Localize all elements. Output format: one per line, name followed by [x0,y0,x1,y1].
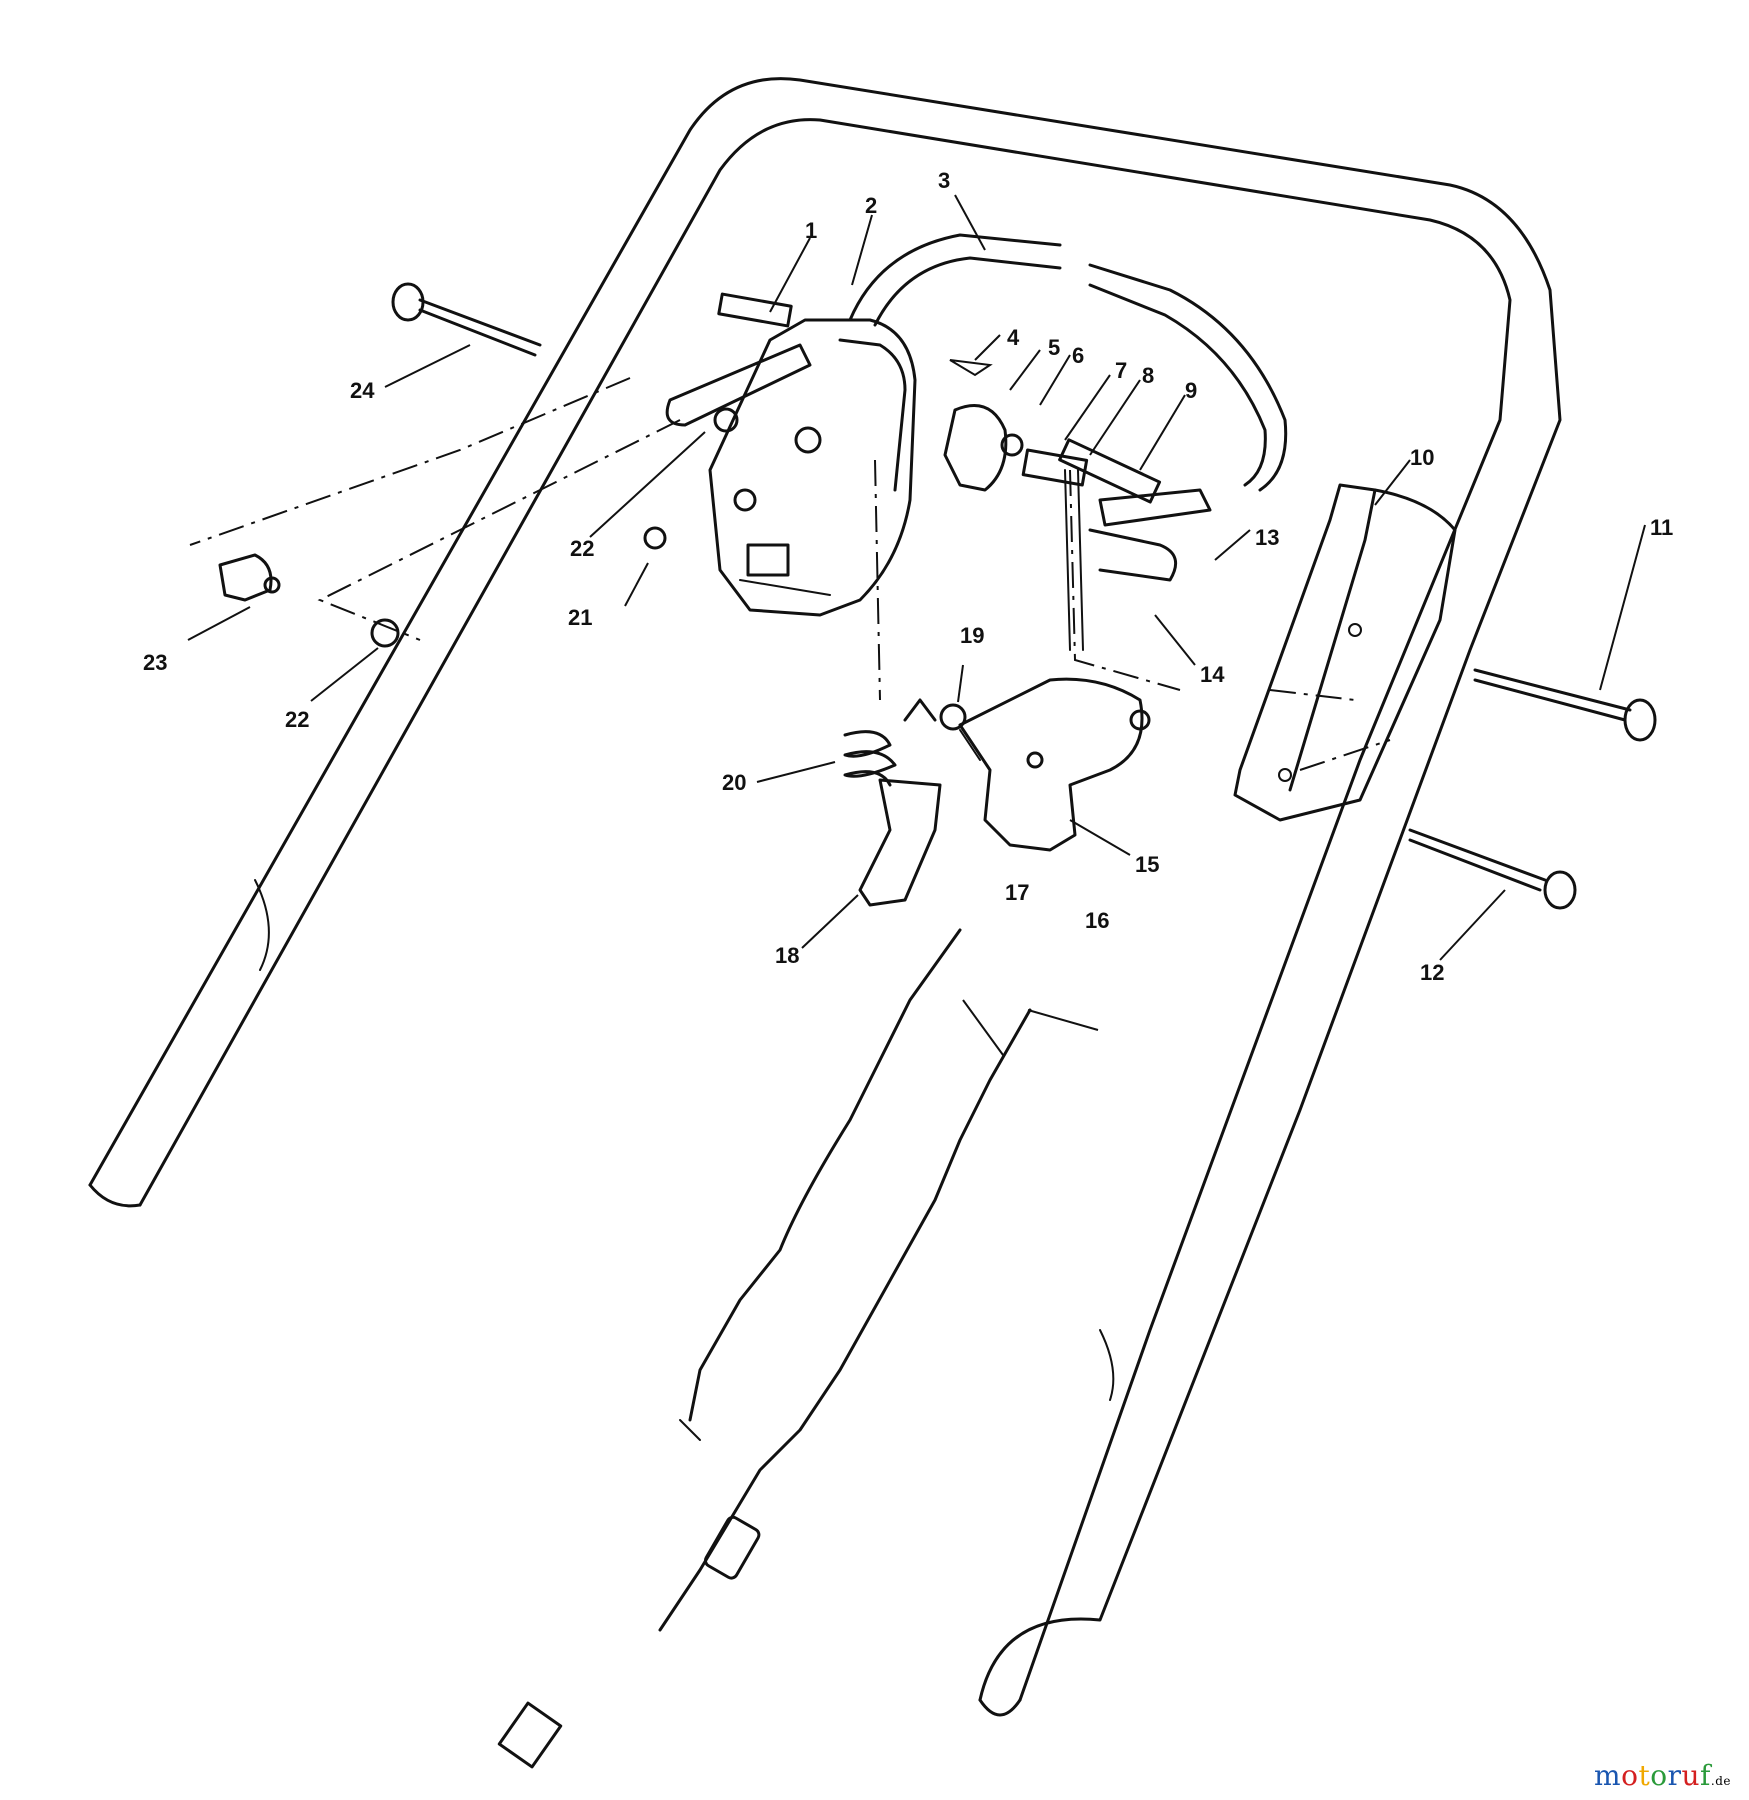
part-label-19: 19 [960,623,984,648]
leader-lines [187,194,1646,1056]
cables [497,928,1032,1769]
fasteners [218,407,739,648]
part-label-9: 9 [1185,378,1197,403]
cam-assembly [943,359,1089,651]
watermark-logo: motoruf.de [1594,1759,1731,1792]
part-label-16: 16 [1085,908,1109,933]
part-label-18: 18 [775,943,799,968]
part-label-23: 23 [143,650,167,675]
part-label-5: 5 [1048,335,1060,360]
part-label-21: 21 [568,605,592,630]
spring-lever [843,698,967,907]
housing-cover [1233,483,1457,822]
bracket [958,677,1151,852]
part-label-12: 12 [1420,960,1444,985]
part-label-22b: 22 [285,707,309,732]
part-label-2: 2 [865,193,877,218]
part-label-4: 4 [1007,325,1020,350]
bail-handle [848,233,1288,492]
screws [391,282,1657,910]
part-label-14: 14 [1200,662,1225,687]
part-label-10: 10 [1410,445,1434,470]
watermark-suffix: .de [1710,1774,1731,1788]
assembly-lines [189,377,1391,771]
watermark-text: motoruf [1594,1759,1711,1792]
part-label-13: 13 [1255,525,1279,550]
link-arm [665,292,1212,582]
part-label-8: 8 [1142,363,1154,388]
part-label-20: 20 [722,770,746,795]
handle-tube [88,77,1562,1717]
part-label-15: 15 [1135,852,1159,877]
control-housing [708,318,917,617]
part-label-1: 1 [805,218,817,243]
part-label-17: 17 [1005,880,1029,905]
part-label-6: 6 [1072,343,1084,368]
part-label-7: 7 [1115,358,1127,383]
part-label-11: 11 [1650,515,1673,540]
part-labels: 1 2 3 4 5 6 7 8 9 10 11 12 13 14 15 16 1… [143,168,1673,985]
part-label-22a: 22 [570,536,594,561]
part-label-24: 24 [350,378,375,403]
part-label-3: 3 [938,168,950,193]
